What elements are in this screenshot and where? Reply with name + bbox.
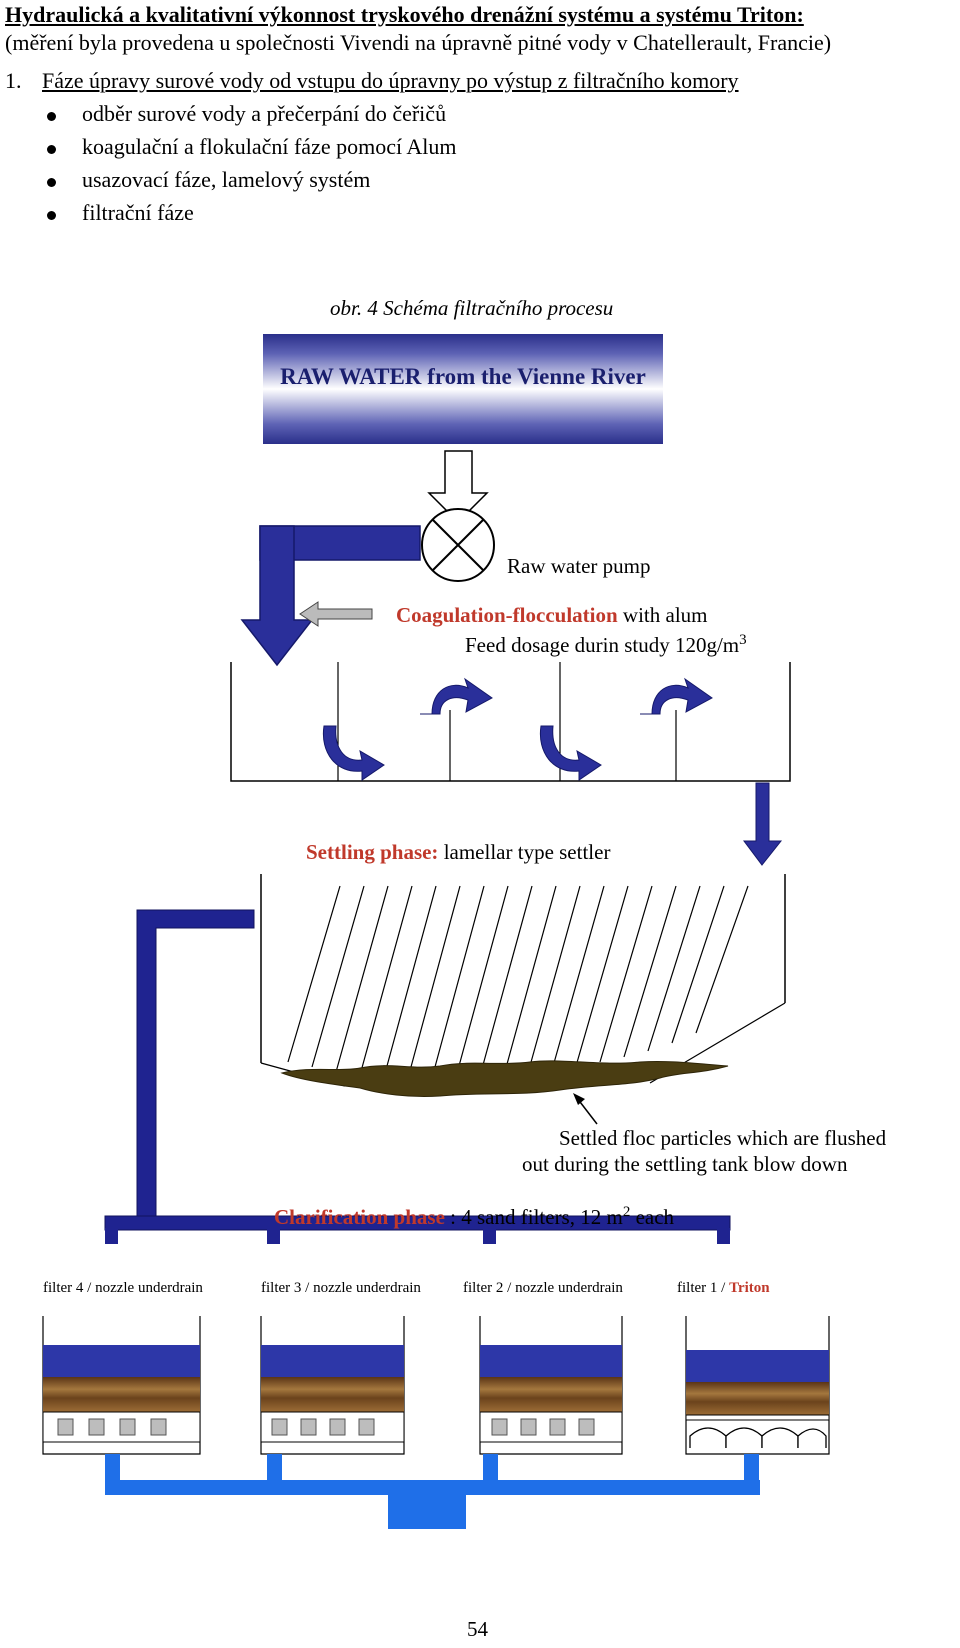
bullet-item: usazovací fáze, lamelový systém	[82, 167, 371, 192]
filter-label: filter 4 / nozzle underdrain	[43, 1280, 203, 1296]
lamellar-settler	[260, 874, 786, 1087]
settled-floc-pointer	[573, 1093, 598, 1125]
mixing-flow-arrows	[322, 677, 713, 781]
settling-label: Settling phase: lamellar type settler	[306, 840, 610, 865]
pump-icon	[421, 508, 495, 582]
filtered-water-collector	[105, 1480, 760, 1529]
coagulation-label: Coagulation-flocculation with alum	[396, 603, 708, 628]
filter-unit	[42, 1316, 201, 1482]
clarification-end: each	[630, 1205, 675, 1229]
phase-title: Fáze úpravy surové vody od vstupu do úpr…	[42, 68, 739, 93]
feed-dosage-text: Feed dosage durin study 120g/m	[465, 633, 740, 657]
bullet-dot	[47, 112, 56, 121]
feed-dosage-label: Feed dosage durin study 120g/m3	[465, 632, 747, 658]
filter-label: filter 2 / nozzle underdrain	[463, 1280, 623, 1296]
coagulation-title: Coagulation-flocculation	[396, 603, 618, 627]
document-subtitle: (měření byla provedena u společnosti Viv…	[5, 30, 832, 55]
figure-caption: obr. 4 Schéma filtračního procesu	[330, 296, 614, 320]
filter-unit-triton	[685, 1316, 830, 1482]
bullet-item: koagulační a flokulační fáze pomocí Alum	[82, 134, 457, 159]
coagulation-tank	[230, 662, 791, 782]
filter-label-triton: filter 1 / Triton	[677, 1280, 770, 1297]
filter-unit	[260, 1316, 405, 1482]
filter-label: filter 3 / nozzle underdrain	[261, 1280, 421, 1296]
alum-dosing-arrow	[299, 601, 373, 627]
coagulation-detail: with alum	[617, 603, 708, 627]
filter-unit	[479, 1316, 623, 1482]
settler-inlet-arrow	[743, 782, 783, 866]
bullet-item: filtrační fáze	[82, 200, 194, 225]
settling-title: Settling phase:	[306, 840, 439, 864]
pump-label: Raw water pump	[507, 554, 651, 578]
pump-outlet-pipe	[240, 525, 421, 667]
clarification-detail: : 4 sand filters, 12 m	[444, 1205, 623, 1229]
sludge-layer	[280, 1060, 729, 1098]
settled-floc-label-2: out during the settling tank blow down	[522, 1152, 848, 1176]
bullet-dot	[47, 145, 56, 154]
clarification-superscript: 2	[622, 1204, 631, 1220]
raw-water-box	[263, 334, 663, 444]
document-title: Hydraulická a kvalitativní výkonnost try…	[5, 2, 804, 27]
feed-dosage-superscript: 3	[739, 632, 747, 648]
triton-highlight: Triton	[729, 1280, 770, 1296]
settled-floc-label: Settled floc particles which are flushed	[559, 1126, 887, 1150]
page-number: 54	[467, 1617, 488, 1641]
clarified-water-pipe	[104, 909, 731, 1244]
bullet-item: odběr surové vody a přečerpání do čeřičů	[82, 101, 447, 126]
clarification-label: Clarification phase : 4 sand filters, 12…	[274, 1204, 674, 1230]
clarification-title: Clarification phase	[274, 1205, 445, 1229]
lamella-plates	[287, 885, 749, 1079]
raw-water-label: RAW WATER from the Vienne River	[280, 364, 646, 389]
settling-detail: lamellar type settler	[438, 840, 611, 864]
raw-water-flow-arrow	[427, 450, 489, 524]
bullet-dot	[47, 211, 56, 220]
bullet-dot	[47, 178, 56, 187]
filter-label-text: filter 1 /	[677, 1280, 730, 1296]
phase-number: 1.	[5, 68, 22, 93]
